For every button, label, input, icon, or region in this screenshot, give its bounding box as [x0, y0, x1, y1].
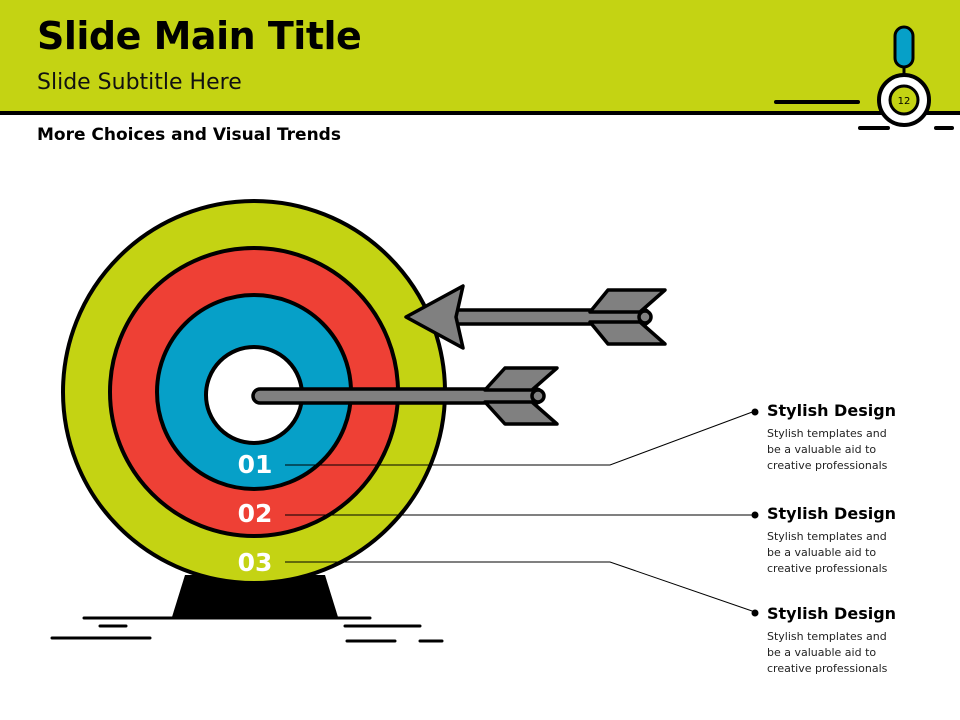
- header-bar: Slide Main Title Slide Subtitle Here: [0, 0, 960, 115]
- arrow-upper: [404, 284, 667, 350]
- bullet-dot: [751, 408, 759, 416]
- connector-lines: [285, 410, 756, 613]
- info-item-2: Stylish Design Stylish templates and be …: [767, 504, 957, 577]
- item-title: Stylish Design: [767, 504, 897, 523]
- item-title: Stylish Design: [767, 604, 897, 623]
- bullet-dot: [751, 609, 759, 617]
- ring-label-01: 01: [238, 450, 273, 479]
- info-item-3: Stylish Design Stylish templates and be …: [767, 604, 957, 677]
- page-number: 12: [898, 96, 911, 107]
- item-text: Stylish templates and be a valuable aid …: [767, 530, 888, 575]
- arrow-lower: [251, 366, 559, 426]
- info-item-1: Stylish Design Stylish templates and be …: [767, 401, 957, 474]
- item-title: Stylish Design: [767, 401, 897, 420]
- item-text: Stylish templates and be a valuable aid …: [767, 427, 888, 472]
- ring-label-02: 02: [238, 499, 273, 528]
- target-stand: [172, 575, 338, 617]
- section-title: More Choices and Visual Trends: [37, 125, 341, 145]
- page-title: Slide Main Title: [37, 14, 362, 58]
- bullet-dot: [751, 511, 759, 519]
- item-text: Stylish templates and be a valuable aid …: [767, 630, 888, 675]
- page-subtitle: Slide Subtitle Here: [37, 70, 242, 95]
- ring-label-03: 03: [238, 548, 273, 577]
- page-badge: 12: [774, 25, 954, 130]
- ground-lines: [50, 616, 444, 643]
